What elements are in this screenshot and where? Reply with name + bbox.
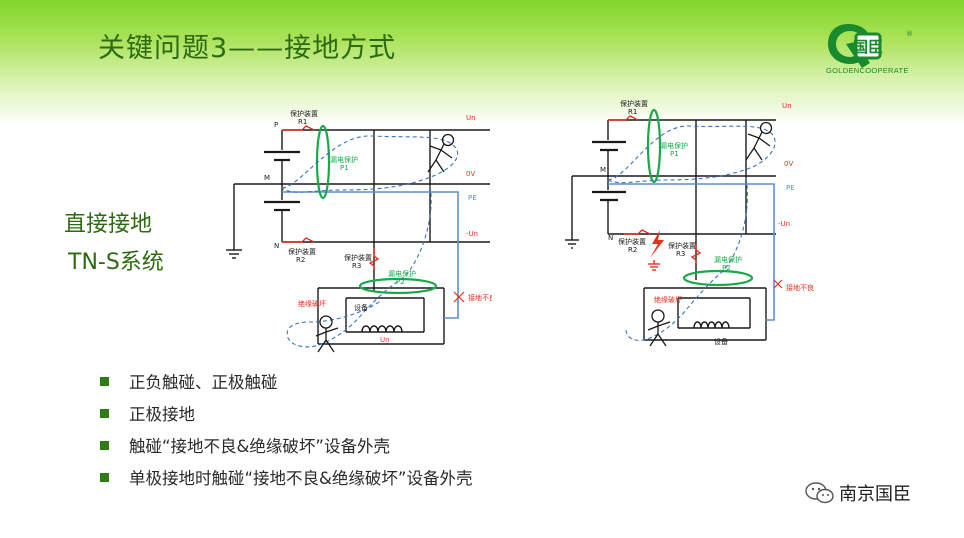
diagram-tn-s-right: M N 保护装置 R1 保护装置 R2 保护装置 R3 设备 漏电保护 P1 漏… [565, 99, 814, 347]
volt-pe: PE [786, 184, 795, 192]
bullet-text: 触碰“接地不良&绝缘破坏”设备外壳 [129, 437, 390, 456]
device-label: 设备 [714, 337, 728, 346]
section-label-line2: TN-S系统 [68, 250, 164, 275]
bullet-item: 单极接地时触碰“接地不良&绝缘破坏”设备外壳 [100, 461, 472, 493]
bullet-text: 正负触碰、正极触碰 [129, 373, 278, 392]
label-m: M [264, 174, 270, 182]
label-p: P [274, 121, 278, 129]
person-figure-icon [647, 309, 671, 347]
coil-icon [693, 321, 730, 329]
person-figure-icon [427, 133, 455, 173]
fuse-r3-id: R3 [352, 262, 361, 270]
bullet-text: 单极接地时触碰“接地不良&绝缘破坏”设备外壳 [129, 469, 473, 488]
volt-mid: 0V [784, 160, 793, 168]
rcd-p2-label: 漏电保护 [714, 255, 742, 264]
volt-pe: PE [468, 194, 477, 202]
rcd-p2-id: P2 [396, 278, 405, 286]
logo-registered: ® [906, 30, 913, 38]
fuse-r1-id: R1 [628, 108, 637, 116]
ground-symbol-icon [648, 260, 660, 271]
volt-bottom: -Un [466, 230, 478, 238]
company-logo: 国臣 ® [828, 24, 913, 68]
section-label-line1: 直接接地 [64, 212, 153, 237]
bullet-item: 正负触碰、正极触碰 [100, 365, 472, 397]
wechat-icon [805, 482, 834, 504]
rcd-p2-label: 漏电保护 [388, 269, 416, 278]
fuse-r3-id: R3 [676, 250, 685, 258]
fuse-r2-id: R2 [296, 256, 305, 264]
logo-mark-text: 国臣 [853, 38, 883, 56]
bullet-square-icon [100, 472, 109, 482]
load-un: Un [380, 336, 390, 344]
bullet-square-icon [100, 376, 109, 386]
slide-title: 关键问题3——接地方式 [98, 33, 397, 64]
bullet-square-icon [100, 408, 109, 418]
watermark: 南京国臣 [805, 480, 911, 506]
label-n: N [608, 234, 613, 242]
header-band [0, 0, 964, 125]
fuse-r2-label: 保护装置 [618, 237, 646, 246]
volt-top: Un [466, 114, 476, 122]
rcd-p1-id: P1 [670, 150, 679, 158]
fuse-r3-label: 保护装置 [668, 241, 696, 250]
fuse-r1-label: 保护装置 [290, 109, 318, 118]
device-label: 设备 [354, 303, 368, 312]
bullet-square-icon [100, 440, 109, 450]
fuse-r2-id: R2 [628, 246, 637, 254]
fuse-r2-label: 保护装置 [288, 247, 316, 256]
insulation-fault: 绝缘破坏 [654, 295, 682, 304]
bullet-text: 正极接地 [129, 405, 195, 424]
ground-symbol-icon [565, 239, 579, 249]
insulation-fault: 绝缘破坏 [298, 299, 326, 308]
label-n: N [274, 242, 279, 250]
volt-top: Un [782, 102, 792, 110]
fuse-r1-label: 保护装置 [620, 99, 648, 108]
label-m: M [600, 166, 606, 174]
fuse-r3-label: 保护装置 [344, 253, 372, 262]
logo-subtitle: GOLDENCOOPERATE [826, 66, 909, 75]
bullet-item: 正极接地 [100, 397, 472, 429]
bullet-item: 触碰“接地不良&绝缘破坏”设备外壳 [100, 429, 472, 461]
lightning-bolt-icon [650, 230, 664, 258]
coil-icon [361, 325, 403, 333]
volt-bottom: -Un [778, 220, 790, 228]
rcd-p1-id: P1 [340, 164, 349, 172]
person-figure-icon [745, 121, 773, 161]
poor-ground: 接地不良 [468, 293, 492, 302]
rcd-p2-id: P2 [722, 264, 731, 272]
rcd-p1-label: 漏电保护 [660, 141, 688, 150]
watermark-text: 南京国臣 [839, 484, 911, 505]
person-figure-icon [315, 315, 339, 353]
ground-symbol-icon [226, 249, 242, 259]
rcd-p1-label: 漏电保护 [330, 155, 358, 164]
poor-ground: 接地不良 [786, 283, 814, 292]
diagram-tn-s-left: P M N 保护装置 R1 保护装置 R2 保护装置 R3 设备 漏电保护 P1… [226, 109, 492, 353]
volt-mid: 0V [466, 170, 475, 178]
bullet-list: 正负触碰、正极触碰 正极接地 触碰“接地不良&绝缘破坏”设备外壳 单极接地时触碰… [100, 365, 472, 493]
fuse-r1-id: R1 [298, 118, 307, 126]
